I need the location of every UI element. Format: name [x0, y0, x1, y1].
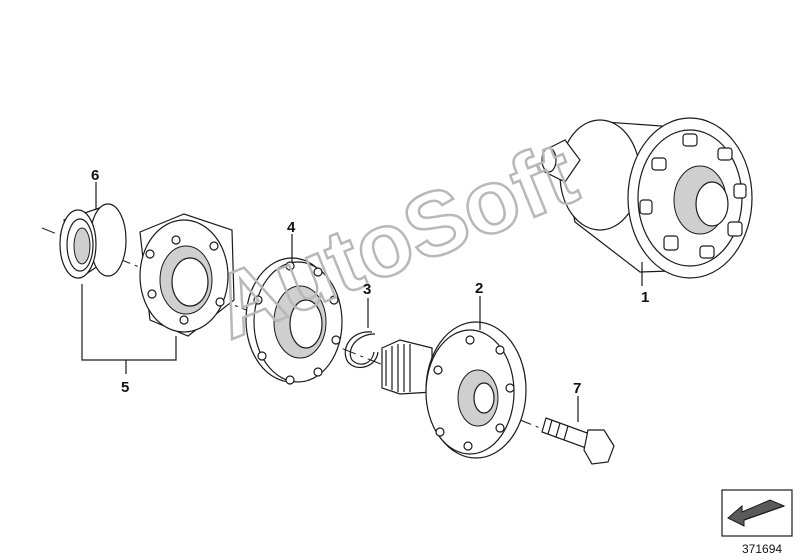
diagram-number: 371694	[742, 542, 782, 556]
watermark-text: AutoSoft	[200, 124, 590, 359]
leader-lines	[81, 182, 643, 422]
sealing-cover	[245, 257, 343, 385]
circlip	[344, 331, 379, 369]
hex-bolt	[541, 417, 615, 465]
callout-6: 6	[91, 167, 99, 184]
callout-5: 5	[121, 379, 129, 396]
bearing-flange	[139, 213, 235, 337]
callout-2: 2	[475, 280, 483, 297]
callout-3: 3	[363, 281, 371, 298]
callout-1: 1	[641, 289, 649, 306]
ball-bearing	[59, 203, 127, 279]
output-flange	[381, 321, 527, 459]
callout-7: 7	[573, 380, 581, 397]
callout-4: 4	[287, 219, 296, 236]
arrow-down-left-icon[interactable]	[721, 489, 793, 537]
differential-housing	[541, 117, 753, 279]
center-axis	[41, 227, 571, 441]
